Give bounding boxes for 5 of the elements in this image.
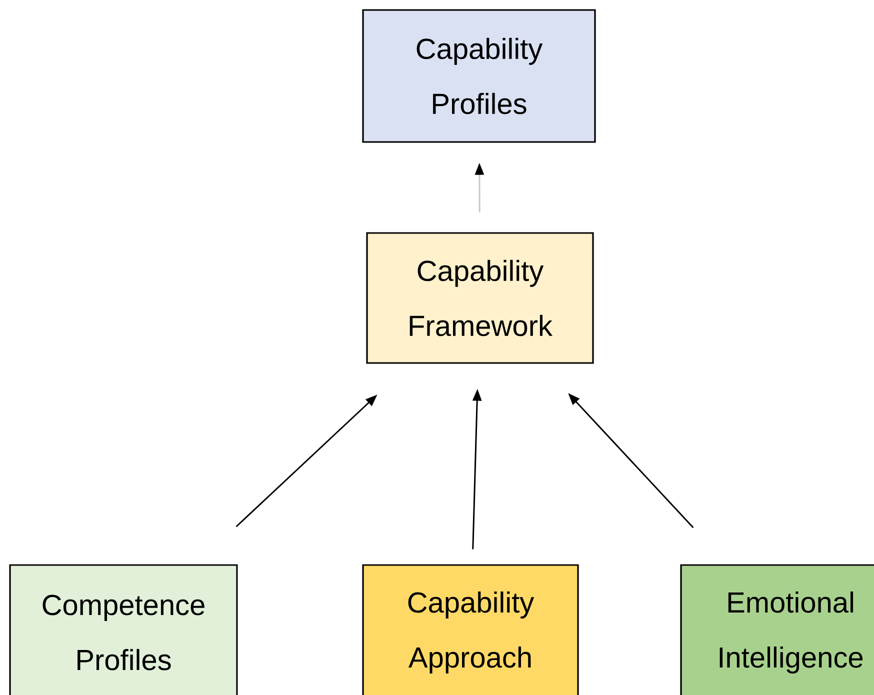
box: Competence Profiles [9, 564, 238, 695]
box: Capability Approach [362, 564, 579, 695]
box: Capability Framework [366, 232, 594, 364]
box: Emotional Intelligence [680, 564, 874, 695]
box: Capability Profiles [362, 9, 596, 143]
